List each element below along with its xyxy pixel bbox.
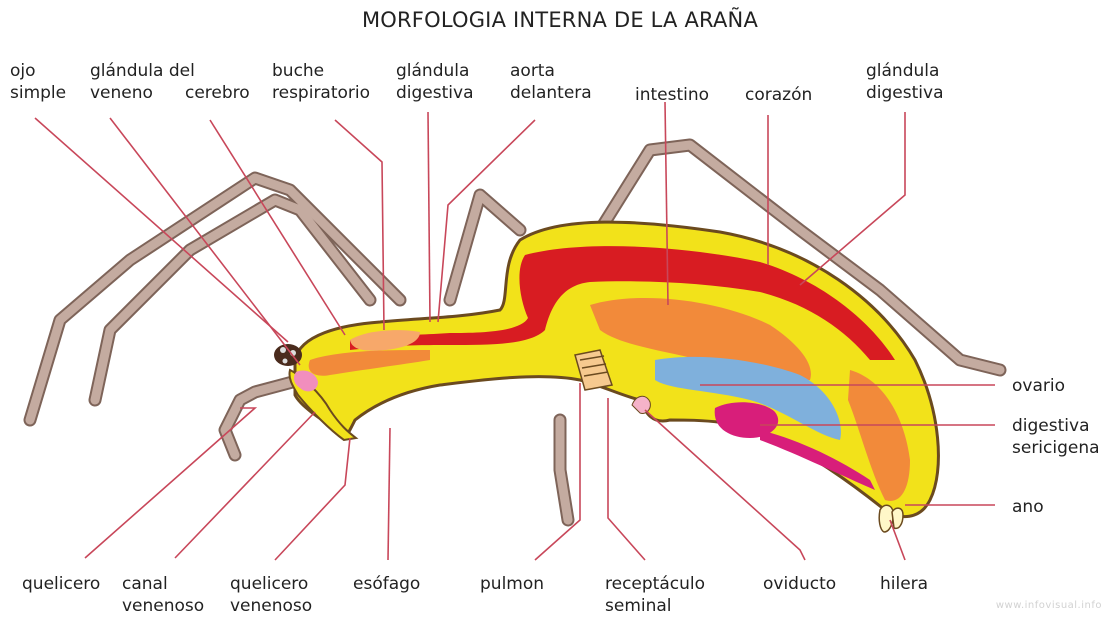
- label-sericigena: digestivasericigena: [1012, 415, 1100, 459]
- label-quelicero-venenoso: quelicerovenenoso: [230, 573, 312, 617]
- watermark: www.infovisual.info: [996, 600, 1102, 611]
- label-glandula-digestiva-1: glánduladigestiva: [396, 60, 474, 104]
- label-intestino: intestino: [635, 84, 709, 106]
- label-canal-venenoso: canalvenenoso: [122, 573, 204, 617]
- label-esofago: esófago: [353, 573, 420, 595]
- label-cerebro: cerebro: [185, 82, 250, 104]
- label-hilera: hilera: [880, 573, 928, 595]
- label-buche-respiratorio: bucherespiratorio: [272, 60, 370, 104]
- label-glandula-digestiva-2: glánduladigestiva: [866, 60, 944, 104]
- label-quelicero: quelicero: [22, 573, 100, 595]
- label-ano: ano: [1012, 496, 1044, 518]
- label-aorta-delantera: aortadelantera: [510, 60, 592, 104]
- spinnerets: [879, 505, 903, 532]
- label-receptaculo-seminal: receptáculoseminal: [605, 573, 705, 617]
- label-oviducto: oviducto: [763, 573, 836, 595]
- label-pulmon: pulmon: [480, 573, 544, 595]
- label-ovario: ovario: [1012, 375, 1065, 397]
- page-title: MORFOLOGIA INTERNA DE LA ARAÑA: [0, 8, 1120, 32]
- label-glandula-veneno: glándula delveneno: [90, 60, 195, 104]
- label-corazon: corazón: [745, 84, 812, 106]
- label-ojo-simple: ojosimple: [10, 60, 66, 104]
